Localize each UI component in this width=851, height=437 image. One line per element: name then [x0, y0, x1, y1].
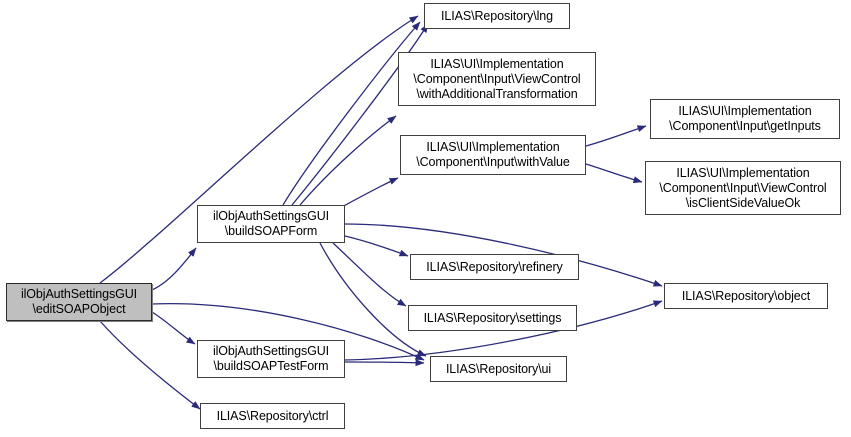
call-edge-withValue-to-isClientSideValueOk — [585, 163, 643, 184]
graph-node-buildSOAPTestForm[interactable]: ilObjAuthSettingsGUI \buildSOAPTestForm — [197, 340, 345, 378]
graph-node-buildSOAPForm[interactable]: ilObjAuthSettingsGUI \buildSOAPForm — [197, 205, 345, 243]
call-edge-buildSOAPTestForm-to-ui — [344, 359, 425, 367]
call-edge-editSOAPObject-to-ctrl — [99, 320, 201, 410]
graph-node-lng[interactable]: ILIAS\Repository\lng — [424, 3, 570, 29]
graph-node-ctrl[interactable]: ILIAS\Repository\ctrl — [200, 403, 345, 429]
call-edge-buildSOAPForm-to-object — [344, 223, 663, 287]
graph-node-refinery[interactable]: ILIAS\Repository\refinery — [410, 254, 579, 280]
call-edge-editSOAPObject-to-lng — [99, 15, 419, 284]
call-edge-buildSOAPForm-to-lng — [291, 23, 429, 206]
graph-node-label-buildSOAPForm: ilObjAuthSettingsGUI \buildSOAPForm — [212, 209, 330, 238]
call-edge-editSOAPObject-to-ui — [151, 302, 425, 361]
call-edge-buildSOAPForm-to-refinery — [344, 235, 409, 257]
graph-node-editSOAPObject[interactable]: ilObjAuthSettingsGUI \editSOAPObject — [6, 283, 152, 321]
graph-node-object[interactable]: ILIAS\Repository\object — [664, 283, 828, 309]
call-edge-editSOAPObject-to-buildSOAPForm — [151, 247, 197, 291]
graph-node-label-withValue: ILIAS\UI\Implementation \Component\Input… — [416, 140, 570, 169]
graph-node-label-lng: ILIAS\Repository\lng — [441, 8, 553, 23]
graph-node-label-isClientSideValueOk: ILIAS\UI\Implementation \Component\Input… — [659, 165, 827, 210]
graph-node-label-ui: ILIAS\Repository\ui — [445, 361, 552, 376]
graph-node-label-settings: ILIAS\Repository\settings — [423, 310, 562, 325]
graph-node-label-editSOAPObject: ilObjAuthSettingsGUI \editSOAPObject — [20, 287, 138, 316]
graph-node-label-object: ILIAS\Repository\object — [681, 288, 811, 303]
call-edge-buildSOAPForm-to-lng — [282, 21, 421, 206]
graph-node-withAdditionalTransformation[interactable]: ILIAS\UI\Implementation \Component\Input… — [398, 52, 596, 106]
graph-node-label-ctrl: ILIAS\Repository\ctrl — [216, 408, 329, 423]
call-edge-withValue-to-getInputs — [585, 125, 647, 147]
call-edge-buildSOAPForm-to-settings — [332, 242, 407, 307]
graph-node-label-buildSOAPTestForm: ilObjAuthSettingsGUI \buildSOAPTestForm — [212, 344, 330, 373]
call-edge-buildSOAPForm-to-withAdditionalTransformation — [299, 115, 397, 206]
graph-node-withValue[interactable]: ILIAS\UI\Implementation \Component\Input… — [400, 135, 586, 175]
call-edge-editSOAPObject-to-buildSOAPTestForm — [151, 311, 196, 345]
call-edge-buildSOAPForm-to-ui — [319, 242, 427, 357]
graph-node-label-withAdditionalTransformation: ILIAS\UI\Implementation \Component\Input… — [413, 56, 581, 101]
graph-node-label-refinery: ILIAS\Repository\refinery — [426, 259, 563, 274]
graph-node-settings[interactable]: ILIAS\Repository\settings — [408, 305, 577, 331]
call-edge-buildSOAPForm-to-withValue — [339, 177, 399, 209]
graph-node-label-getInputs: ILIAS\UI\Implementation \Component\Input… — [669, 104, 821, 133]
graph-node-ui[interactable]: ILIAS\Repository\ui — [430, 356, 567, 382]
graph-node-getInputs[interactable]: ILIAS\UI\Implementation \Component\Input… — [650, 99, 840, 139]
call-edge-buildSOAPTestForm-to-object — [344, 300, 663, 361]
graph-node-isClientSideValueOk[interactable]: ILIAS\UI\Implementation \Component\Input… — [645, 161, 841, 215]
